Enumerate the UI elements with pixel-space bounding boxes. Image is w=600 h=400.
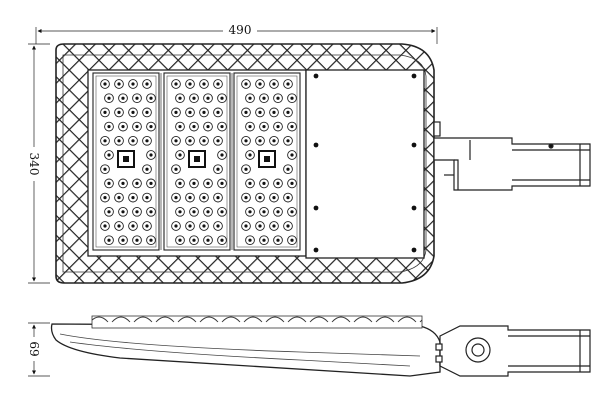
width-dimension-label: 340 bbox=[27, 153, 41, 176]
led-board bbox=[233, 72, 301, 251]
height-dimension-label: 69 bbox=[27, 341, 41, 356]
top-view: 490 340 bbox=[27, 22, 591, 284]
length-dimension: 490 bbox=[35, 22, 438, 44]
driver-cover-plate bbox=[305, 69, 425, 259]
led-board bbox=[163, 72, 231, 251]
pole-mount-bracket bbox=[433, 121, 591, 191]
length-dimension-label: 490 bbox=[229, 23, 252, 37]
led-board bbox=[92, 72, 160, 251]
driver-screws bbox=[313, 73, 417, 253]
side-view: 69 bbox=[27, 315, 591, 377]
height-dimension: 69 bbox=[27, 322, 50, 377]
led-boards bbox=[92, 72, 301, 251]
side-pole-mount bbox=[435, 325, 591, 377]
width-dimension: 340 bbox=[27, 43, 50, 284]
